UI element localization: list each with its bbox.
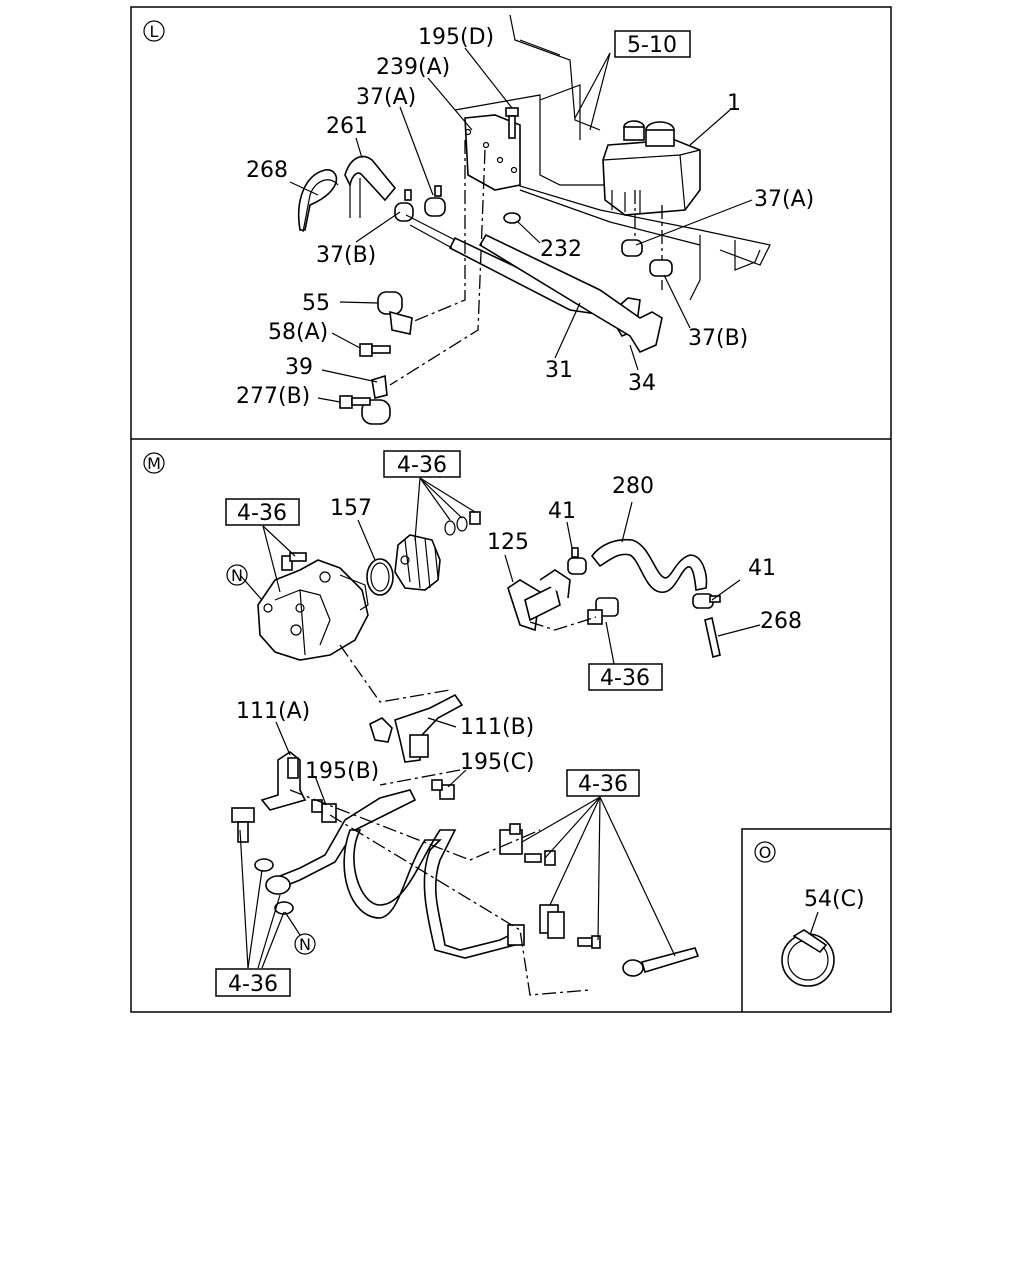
label-268-m: 268 <box>760 609 802 634</box>
label-31: 31 <box>545 358 573 383</box>
label-280: 280 <box>612 474 654 499</box>
section-m-drawing <box>231 511 835 996</box>
label-157: 157 <box>330 496 372 521</box>
svg-text:4-36: 4-36 <box>600 666 650 691</box>
label-239a: 239(A) <box>376 55 450 80</box>
label-111b: 111(B) <box>460 715 534 740</box>
ref-box-4-36-bottom: 4-36 <box>215 968 291 997</box>
label-58a: 58(A) <box>268 320 328 345</box>
svg-text:4-36: 4-36 <box>237 501 287 526</box>
label-277b: 277(B) <box>236 384 310 409</box>
svg-text:L: L <box>150 22 159 41</box>
section-l-drawing <box>298 14 771 425</box>
svg-text:4-36: 4-36 <box>228 972 278 997</box>
label-37a-top: 37(A) <box>356 85 416 110</box>
label-125: 125 <box>487 530 529 555</box>
svg-text:4-36: 4-36 <box>578 772 628 797</box>
marker-n-bottom: N <box>294 933 316 955</box>
label-261: 261 <box>326 114 368 139</box>
label-111a: 111(A) <box>236 699 310 724</box>
label-268-l: 268 <box>246 158 288 183</box>
section-marker-m: M <box>143 452 165 474</box>
section-m-labels: 4-36 4-36 4-36 4-36 4-36 157 N 125 41 28… <box>215 450 865 997</box>
section-m-leaders <box>239 477 819 969</box>
svg-text:5-10: 5-10 <box>627 33 677 58</box>
ref-box-4-36-left: 4-36 <box>225 498 300 526</box>
section-l-leaders <box>289 47 753 403</box>
ref-box-4-36-mid: 4-36 <box>588 663 663 691</box>
svg-text:N: N <box>299 935 311 954</box>
label-37a-right: 37(A) <box>754 187 814 212</box>
label-1: 1 <box>727 91 741 116</box>
label-195d: 195(D) <box>418 25 494 50</box>
section-marker-o: O <box>754 841 776 863</box>
label-54c: 54(C) <box>804 887 865 912</box>
label-41-top: 41 <box>548 499 576 524</box>
label-34: 34 <box>628 371 656 396</box>
diagram-frame <box>130 6 892 1013</box>
label-55: 55 <box>302 291 330 316</box>
ref-box-5-10: 5-10 <box>614 30 691 58</box>
label-41-right: 41 <box>748 556 776 581</box>
label-195b: 195(B) <box>305 759 379 784</box>
section-l-labels: 195(D) 239(A) 37(A) 261 268 1 37(A) 232 … <box>236 25 814 409</box>
svg-text:M: M <box>147 454 161 473</box>
ref-box-4-36-top: 4-36 <box>383 450 461 478</box>
svg-text:O: O <box>759 843 772 862</box>
label-37b-right: 37(B) <box>688 326 748 351</box>
label-232: 232 <box>540 237 582 262</box>
label-195c: 195(C) <box>460 750 535 775</box>
label-39: 39 <box>285 355 313 380</box>
svg-text:4-36: 4-36 <box>397 453 447 478</box>
ref-box-4-36-right: 4-36 <box>566 769 640 797</box>
marker-n-top: N <box>226 564 248 586</box>
section-marker-l: L <box>143 20 165 42</box>
label-37b-left: 37(B) <box>316 243 376 268</box>
svg-text:N: N <box>231 566 243 585</box>
